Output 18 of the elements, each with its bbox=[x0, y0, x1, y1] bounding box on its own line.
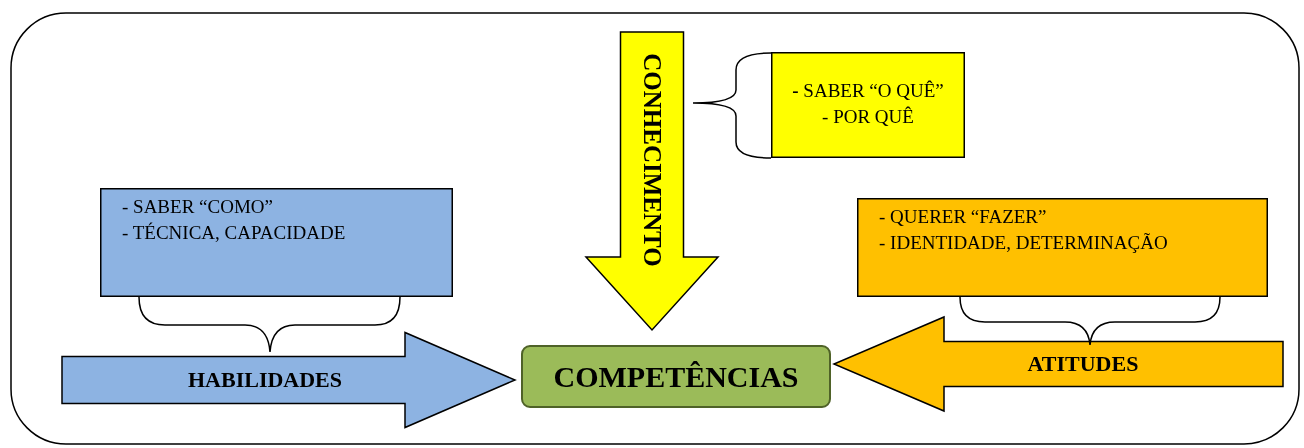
list-item: - TÉCNICA, CAPACIDADE bbox=[122, 221, 346, 245]
note-box bbox=[771, 52, 965, 158]
list-item: - POR QUÊ bbox=[821, 105, 915, 129]
note-box bbox=[857, 198, 1268, 297]
center-box bbox=[521, 345, 831, 408]
list-item: - SABER “COMO” bbox=[122, 195, 273, 219]
right-block-arrow bbox=[61, 331, 517, 429]
frame-background bbox=[10, 12, 1300, 445]
center-label: COMPETÊNCIAS bbox=[552, 358, 800, 395]
list-item: - SABER “O QUÊ” bbox=[791, 79, 945, 103]
list-item: - QUERER “FAZER” bbox=[879, 205, 1047, 229]
left-block-arrow bbox=[832, 315, 1284, 413]
list-item: - IDENTIDADE, DETERMINAÇÃO bbox=[879, 231, 1168, 255]
note-box bbox=[100, 188, 453, 297]
arrow-label: ATITUDES bbox=[1027, 350, 1139, 378]
arrow-label: HABILIDADES bbox=[188, 366, 342, 394]
down-block-arrow bbox=[584, 31, 720, 332]
arrow-label: CONHECIMENTO bbox=[638, 53, 666, 267]
